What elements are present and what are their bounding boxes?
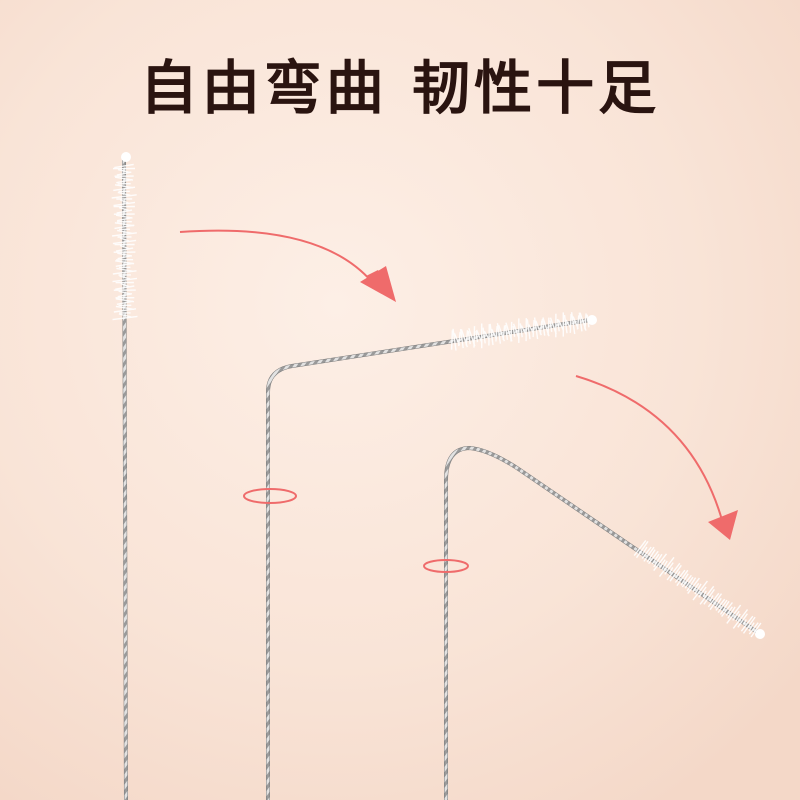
angled-brush bbox=[423, 445, 765, 800]
straight-brush bbox=[111, 152, 138, 800]
curved-arrow-icon bbox=[575, 375, 738, 540]
bend-marker-ring bbox=[423, 559, 469, 573]
bend-marker-ring bbox=[243, 488, 297, 504]
brush-tip bbox=[587, 315, 597, 325]
bent-brush bbox=[243, 312, 597, 800]
curved-arrow-icon bbox=[179, 229, 396, 302]
brush-bristles bbox=[111, 163, 138, 321]
brush-bristles bbox=[633, 539, 762, 638]
headline: 自由弯曲 韧性十足 bbox=[139, 54, 661, 122]
brush-tip bbox=[755, 629, 765, 639]
brush-bristles bbox=[450, 312, 590, 351]
brush-tip bbox=[121, 152, 131, 162]
